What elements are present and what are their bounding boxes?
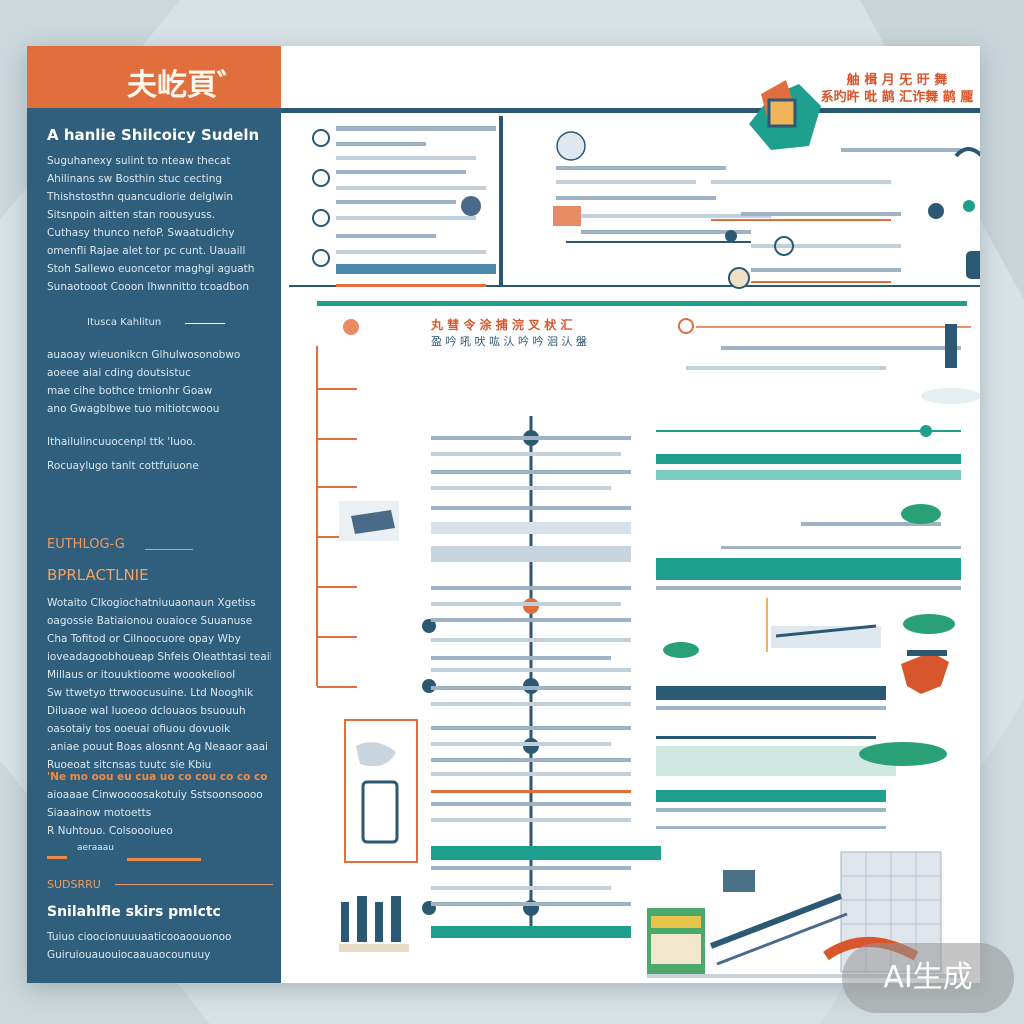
footer-tag-rule xyxy=(115,884,273,885)
orange-line: 'Ne mo oou eu cua uo co cou co co co xyxy=(47,771,268,783)
content-area: 舳 楫 月 旡 旴 舞 系旳旿 吡 鹋 汇诈舞 鹋 龎 丸 彗 令 涂 捕 浣 … xyxy=(281,46,980,983)
footer-heading: Snilahlfle skirs pmlctc xyxy=(47,904,221,920)
body-text: Wotaito Clkogiochatniuuaonaun Xgetiss oa… xyxy=(47,597,271,771)
accent-bar-short xyxy=(47,856,67,859)
infographic-poster: 夫屹頁゛ A hanlie Shilcoicy Sudeln Suguhanex… xyxy=(27,46,980,983)
sub-label: Itusca Kahlitun xyxy=(87,317,162,328)
sidebar-header: 夫屹頁゛ xyxy=(27,46,281,108)
footer-text: Tuiuo cioocionuuuaaticooaoouonoo Guiruio… xyxy=(47,931,232,961)
mid-section-subheading: 盈 吟 吼 吠 吰 汄 吟 吟 洄 汄 盤 xyxy=(431,335,587,348)
mid-section-heading: 丸 彗 令 涂 捕 浣 叉 枤 汇 xyxy=(431,318,573,332)
section-tag-rule xyxy=(145,549,193,550)
mid-text-2: Ithailulincuuocenpl ttk 'Iuoo. Rocuaylug… xyxy=(47,436,199,472)
header-title: 舳 楫 月 旡 旴 舞 系旳旿 吡 鹋 汇诈舞 鹋 龎 xyxy=(820,73,974,105)
logo-icon xyxy=(749,80,821,150)
accent-bar xyxy=(127,858,201,861)
mid-text: auaoay wieuonikcn Glhulwosonobwo aoeee a… xyxy=(47,349,241,415)
small-label: aeraaau xyxy=(77,843,115,853)
timeline-graphic xyxy=(281,80,980,978)
footer-tag: SUDSRRU xyxy=(47,878,101,891)
sidebar-header-title: 夫屹頁゛ xyxy=(127,68,247,103)
sub-label-rule xyxy=(185,323,225,324)
section-heading: BPRLACTLNIE xyxy=(47,566,149,584)
tail-text: aioaaae Cinwoooosakotuiy Sstsoonsoooo Si… xyxy=(47,789,263,837)
sidebar-panel: 夫屹頁゛ A hanlie Shilcoicy Sudeln Suguhanex… xyxy=(27,46,281,983)
intro-text: Suguhanexy sulint to nteaw thecat Ahilin… xyxy=(47,155,255,293)
intro-heading: A hanlie Shilcoicy Sudeln xyxy=(47,126,260,144)
section-tag: EUTHLOG-G xyxy=(47,537,125,552)
ai-generated-badge: AI生成 xyxy=(842,943,1014,1013)
